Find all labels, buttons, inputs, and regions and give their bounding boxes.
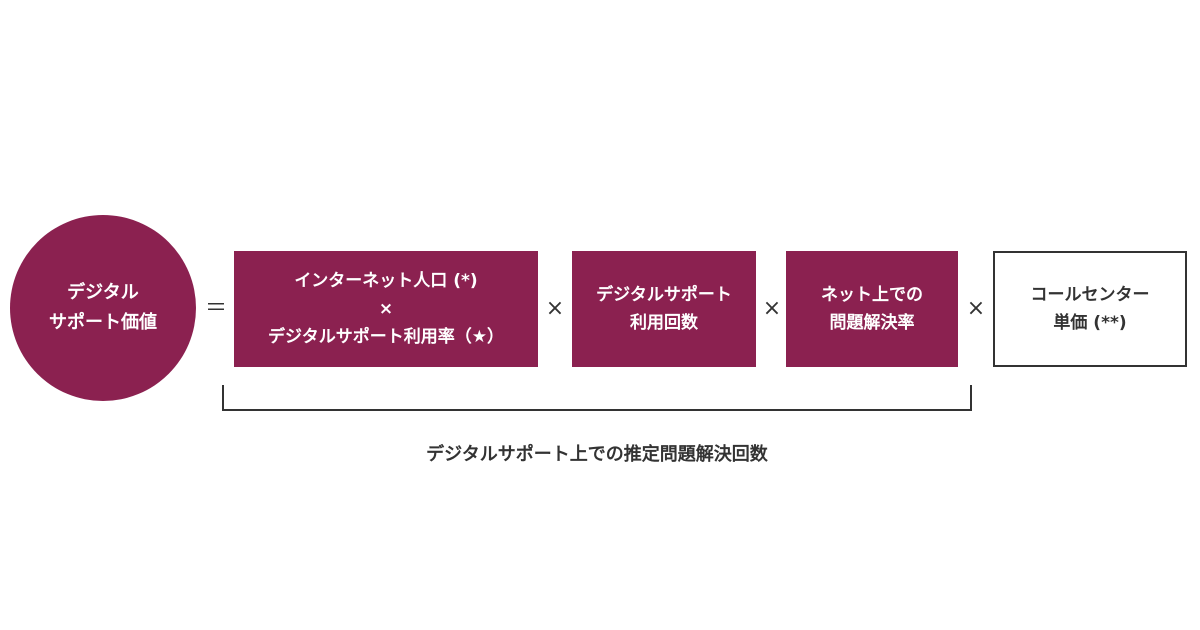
factor4-line1: コールセンター bbox=[1030, 285, 1150, 305]
factor1-line1: インターネット人口 (*) bbox=[294, 271, 478, 291]
result-label-line1: デジタル bbox=[67, 282, 139, 303]
factor1-line2: × bbox=[378, 299, 394, 319]
factor3-line2: 問題解決率 bbox=[829, 313, 915, 333]
multiply-operator-1: × bbox=[545, 296, 565, 321]
factor3-line1: ネット上での bbox=[821, 285, 923, 305]
digital-support-usage-count-box: デジタルサポート 利用回数 bbox=[572, 251, 756, 367]
factor1-line3: デジタルサポート利用率（★） bbox=[268, 327, 504, 347]
grouping-bracket bbox=[222, 385, 972, 411]
result-label-line2: サポート価値 bbox=[49, 312, 157, 333]
factor2-line2: 利用回数 bbox=[630, 313, 698, 333]
multiply-operator-3: × bbox=[966, 296, 986, 321]
bracket-caption: デジタルサポート上での推定問題解決回数 bbox=[426, 444, 768, 465]
multiply-operator-2: × bbox=[762, 296, 782, 321]
internet-population-usage-rate-box: インターネット人口 (*) × デジタルサポート利用率（★） bbox=[234, 251, 538, 367]
equals-operator: ＝ bbox=[204, 296, 227, 321]
online-resolution-rate-box: ネット上での 問題解決率 bbox=[786, 251, 958, 367]
call-center-unit-cost-box: コールセンター 単価 (**) bbox=[993, 251, 1187, 367]
factor4-line2: 単価 (**) bbox=[1053, 313, 1127, 333]
digital-support-value-node: デジタル サポート価値 bbox=[10, 215, 196, 401]
factor2-line1: デジタルサポート bbox=[596, 285, 732, 305]
